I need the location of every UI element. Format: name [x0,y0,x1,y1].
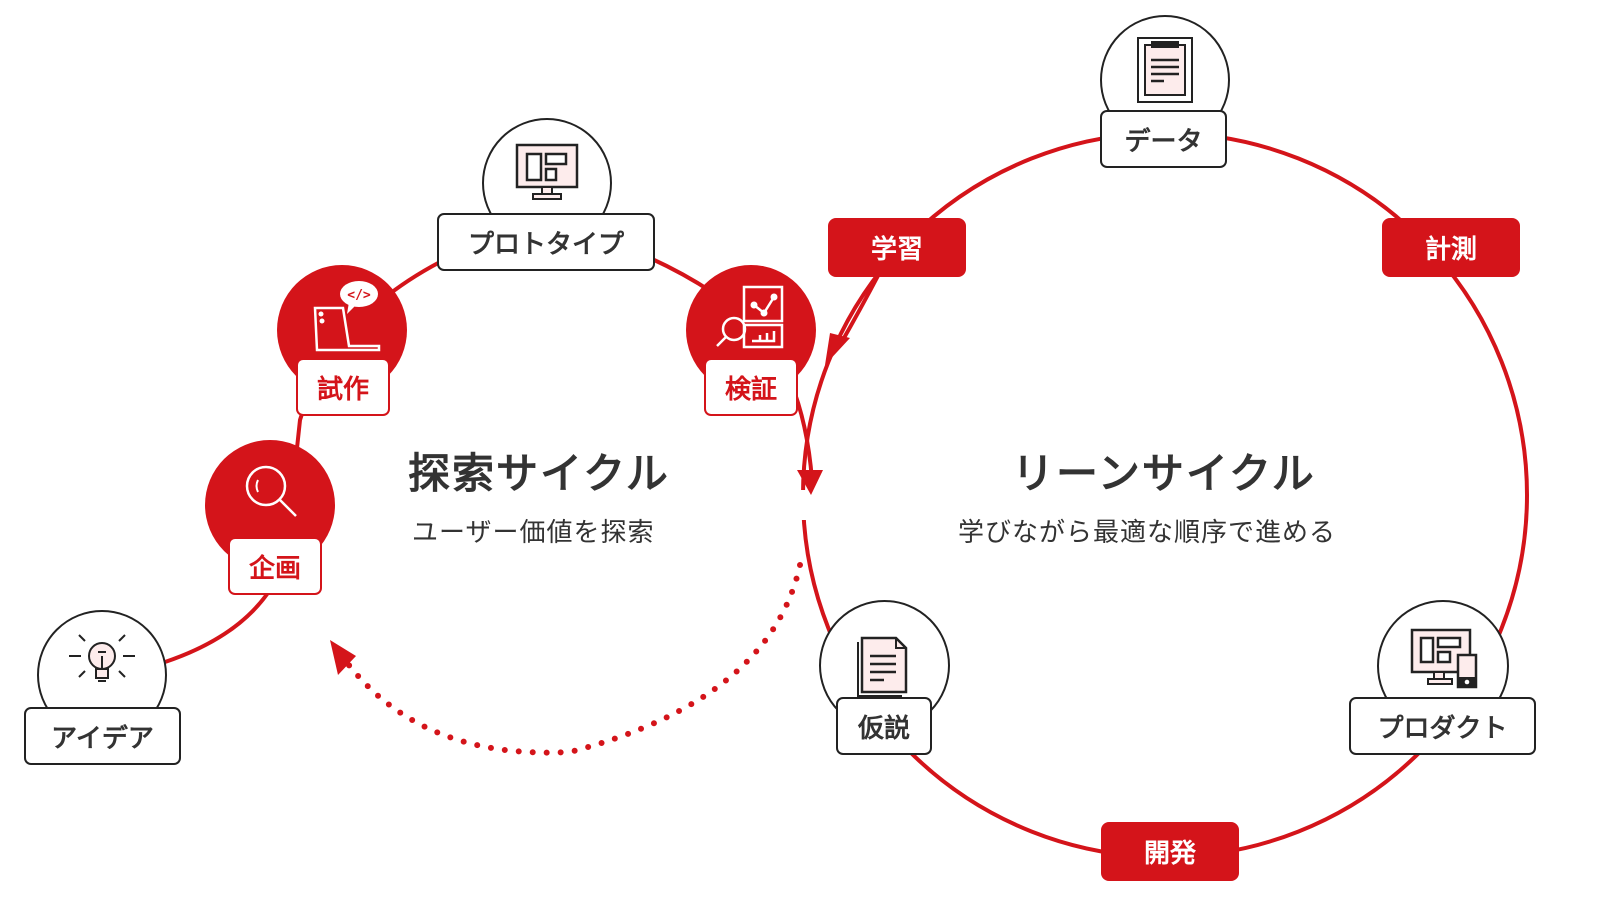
node-hypothesis-label: 仮説 [836,697,932,755]
node-validation-label: 検証 [704,358,798,416]
step-measure[interactable]: 計測 [1382,218,1520,277]
lean-cycle-title: リーンサイクル [1012,449,1316,498]
analytics-icon [716,285,784,349]
node-data-label: データ [1100,110,1227,168]
clipboard-icon [1137,37,1193,103]
node-prototype-label: プロトタイプ [437,213,655,271]
learn-arrow-head [825,333,850,365]
magnifier-icon [245,465,297,517]
monitor-layout-icon [515,143,579,200]
return-arrow-head [330,640,356,675]
explore-to-lean-arrow [797,470,823,495]
svg-text:</>: </> [347,288,371,303]
document-icon [857,636,908,697]
explore-cycle-title: 探索サイクル [408,449,670,498]
lean-cycle-subtitle: 学びながら最適な順序で進める [958,518,1337,548]
laptop-code-icon: </> [313,281,381,352]
devices-icon [1410,628,1478,689]
lightbulb-icon [69,634,135,682]
learn-arrow-line [838,271,882,346]
node-planning-label: 企画 [228,537,322,595]
node-product-label: プロダクト [1349,697,1536,755]
explore-cycle-subtitle: ユーザー価値を探索 [412,518,655,548]
node-prototyping-label: 試作 [296,358,390,416]
return-dotted-arc [342,562,803,756]
node-idea-label: アイデア [24,707,181,765]
lean-cycle-gap [795,490,825,520]
step-learn[interactable]: 学習 [828,218,966,277]
step-build[interactable]: 開発 [1101,822,1239,881]
